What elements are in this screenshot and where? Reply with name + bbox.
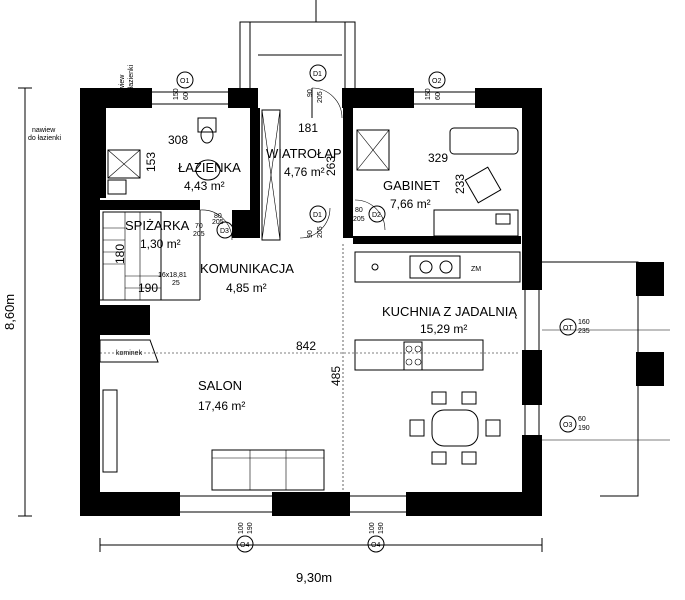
staircase bbox=[102, 211, 162, 301]
dimension-485: 485 bbox=[329, 366, 343, 386]
room-area-hallway: 4,85 m² bbox=[226, 281, 267, 295]
room-area-living: 17,46 m² bbox=[198, 399, 245, 413]
o1-size-a: 150 bbox=[173, 88, 180, 100]
outer-walls bbox=[80, 88, 542, 516]
room-area-bathroom: 4,43 m² bbox=[184, 179, 225, 193]
room-area-office: 7,66 m² bbox=[390, 197, 431, 211]
o4-left-size-b: 190 bbox=[247, 522, 254, 534]
note-stairs: 16x18,81 bbox=[158, 272, 187, 279]
dimension-308: 308 bbox=[168, 133, 188, 147]
o4-right-size-a: 100 bbox=[369, 522, 376, 534]
note-stairs-b: 25 bbox=[172, 280, 180, 287]
tag-o2: O2 bbox=[432, 78, 441, 85]
d3-size-b: 205 bbox=[193, 231, 205, 238]
dimension-233: 233 bbox=[453, 174, 467, 194]
note-zm: ZM bbox=[471, 266, 481, 273]
dimension-329: 329 bbox=[428, 151, 448, 165]
office-desk bbox=[433, 127, 519, 237]
d1-entrance-size-a: 90 bbox=[307, 89, 314, 97]
note-vent-2b: do łazienki bbox=[28, 135, 62, 142]
ot-size-a: 160 bbox=[578, 319, 590, 326]
tag-o4-right: O4 bbox=[371, 542, 380, 549]
ot-size-b: 235 bbox=[578, 328, 590, 335]
dimension-190: 190 bbox=[138, 281, 158, 295]
dimension-total-width: 9,30m bbox=[296, 570, 332, 585]
entrance-porch bbox=[239, 0, 356, 88]
note-fireplace: kominek bbox=[116, 350, 143, 357]
room-area-pantry: 1,30 m² bbox=[140, 237, 181, 251]
o2-size-a: 150 bbox=[425, 88, 432, 100]
opening-markers bbox=[176, 64, 577, 553]
o3-size-b: 190 bbox=[578, 425, 590, 432]
note-vent-2: nawiew bbox=[32, 127, 56, 134]
terrace bbox=[542, 261, 670, 497]
dimension-180: 180 bbox=[113, 244, 127, 264]
office-cupboard bbox=[356, 129, 390, 171]
room-name-pantry: SPIŻARKA bbox=[125, 218, 190, 233]
tag-d2: D2 bbox=[372, 212, 381, 219]
note-vent-1b: do łazienki bbox=[128, 64, 135, 98]
tag-o3: O3 bbox=[563, 422, 572, 429]
tag-o1: O1 bbox=[180, 78, 189, 85]
vestibule-cabinet bbox=[261, 109, 281, 241]
sofa bbox=[211, 449, 325, 491]
dining-table bbox=[409, 391, 501, 465]
room-area-kitchen: 15,29 m² bbox=[420, 322, 467, 336]
o4-left-size-a: 100 bbox=[238, 522, 245, 534]
d3x-size-b: 205 bbox=[212, 219, 224, 226]
d3-size-a: 70 bbox=[195, 223, 203, 230]
tag-o4-left: O4 bbox=[240, 542, 249, 549]
dimension-842: 842 bbox=[296, 339, 316, 353]
tag-ot: OT bbox=[563, 325, 573, 332]
room-name-hallway: KOMUNIKACJA bbox=[200, 261, 294, 276]
bathroom-fixtures bbox=[107, 117, 221, 195]
dimension-lines bbox=[18, 87, 543, 552]
interior-walls bbox=[100, 108, 521, 335]
d2-size-b: 205 bbox=[353, 216, 365, 223]
tag-d3: D3 bbox=[220, 228, 229, 235]
dimension-153: 153 bbox=[144, 152, 158, 172]
room-name-bathroom: ŁAZIENKA bbox=[178, 160, 241, 175]
room-name-living: SALON bbox=[198, 378, 242, 393]
tag-d1-inner: D1 bbox=[313, 212, 322, 219]
o4-right-size-b: 190 bbox=[378, 522, 385, 534]
dimension-263: 263 bbox=[324, 156, 338, 176]
d1-inner-size-a: 90 bbox=[307, 230, 314, 238]
d2-size-a: 80 bbox=[355, 207, 363, 214]
d3x-size-a: 80 bbox=[214, 213, 222, 220]
tag-d1-entrance: D1 bbox=[313, 71, 322, 78]
room-name-kitchen: KUCHNIA Z JADALNIĄ bbox=[382, 304, 517, 319]
room-name-office: GABINET bbox=[383, 178, 440, 193]
kitchen-counter bbox=[354, 251, 521, 371]
o1-size-b: 60 bbox=[183, 92, 190, 100]
room-area-vestibule: 4,76 m² bbox=[284, 165, 325, 179]
dimension-total-height: 8,60m bbox=[2, 294, 17, 330]
fireplace bbox=[99, 318, 159, 473]
room-name-vestibule: WIATROŁAP bbox=[266, 146, 342, 161]
note-vent-1: nawiew bbox=[119, 74, 126, 98]
o3-size-a: 60 bbox=[578, 416, 586, 423]
d1-inner-size-b: 205 bbox=[317, 226, 324, 238]
o2-size-b: 60 bbox=[435, 92, 442, 100]
d1-entrance-size-b: 205 bbox=[317, 91, 324, 103]
dimension-181: 181 bbox=[298, 121, 318, 135]
